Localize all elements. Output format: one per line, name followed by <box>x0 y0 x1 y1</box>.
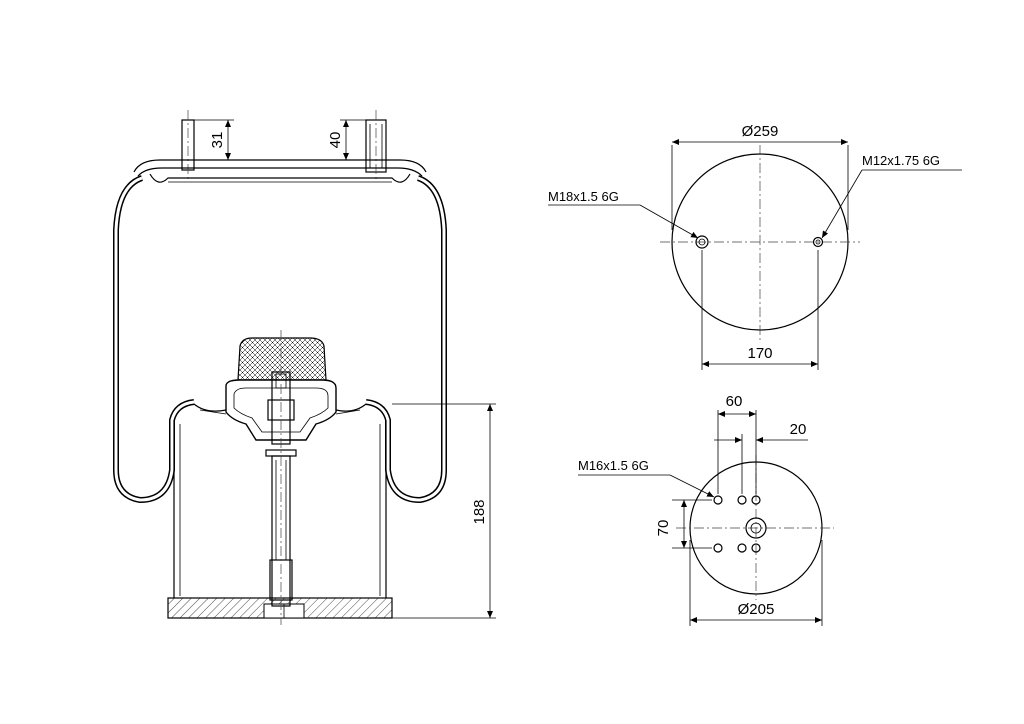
side-view: 31 40 188 <box>113 110 496 625</box>
top-spacing-label: 170 <box>747 345 772 362</box>
bottom-thread-label: M16x1.5 6G <box>578 458 649 473</box>
bottom-spacing-y-label: 70 <box>655 520 672 537</box>
dim-188-label: 188 <box>471 499 488 524</box>
top-diameter-label: Ø259 <box>742 123 779 140</box>
rubber-bellow <box>113 175 447 504</box>
top-thread-right-label: M12x1.75 6G <box>862 153 940 168</box>
top-hole-left <box>695 235 709 249</box>
bump-stop <box>193 337 367 441</box>
bottom-spacing-x-label: 60 <box>726 393 743 410</box>
bottom-holes <box>713 495 761 553</box>
right-stud <box>365 110 387 180</box>
dim-31: 31 <box>194 119 234 161</box>
bottom-center-hole <box>745 517 767 539</box>
top-plate-view: Ø259 170 M18x1.5 6G M12x1.75 6G <box>548 123 962 370</box>
top-hole-right <box>812 236 824 248</box>
bottom-diameter-label: Ø205 <box>738 601 775 618</box>
center-bolt <box>265 330 297 625</box>
piston <box>167 420 393 619</box>
top-plate <box>133 159 427 183</box>
bottom-plate-view: 60 20 70 Ø205 M16x1.5 6G <box>578 393 834 626</box>
top-thread-left-label: M18x1.5 6G <box>548 189 619 204</box>
dim-40: 40 <box>327 119 366 161</box>
dim-40-label: 40 <box>327 132 344 149</box>
dim-31-label: 31 <box>209 132 226 149</box>
dim-188: 188 <box>392 403 496 619</box>
bottom-offset-label: 20 <box>790 421 807 438</box>
left-stud <box>181 110 195 180</box>
